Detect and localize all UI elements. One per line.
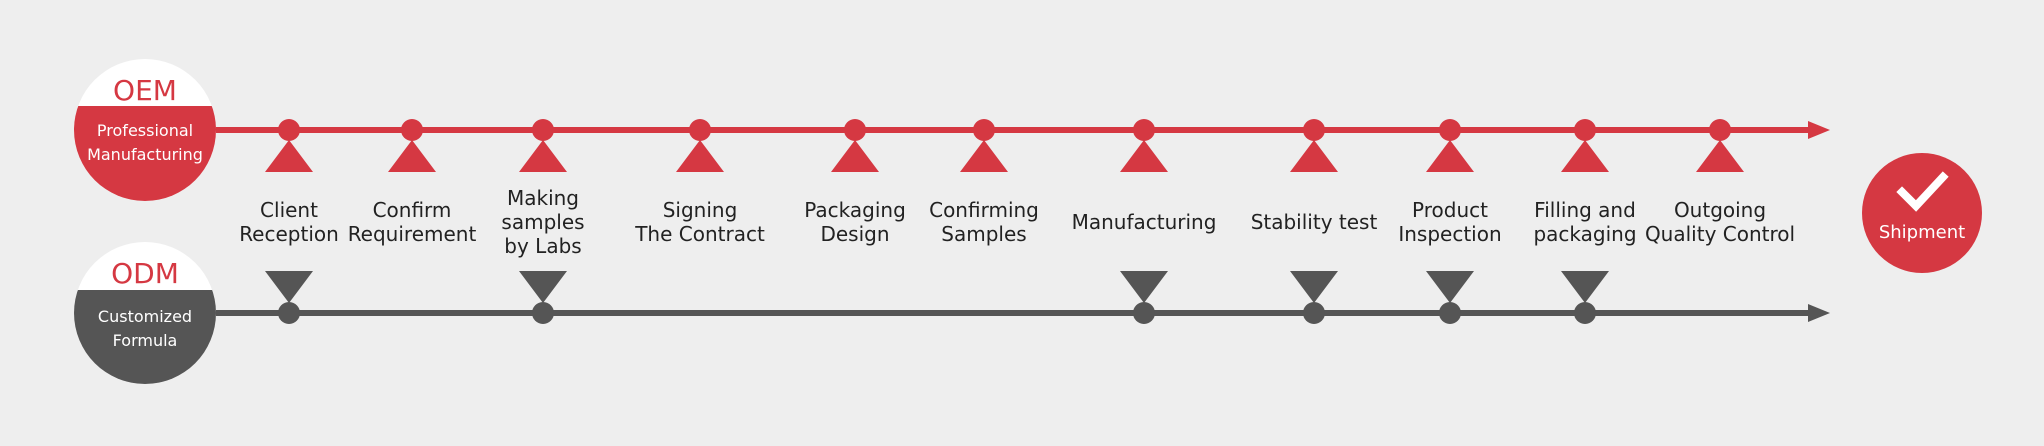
process-steps: ClientReceptionConfirmRequirementMakings… (239, 119, 1795, 324)
oem-badge-line1: Professional (97, 121, 193, 140)
oem-step-node (973, 119, 995, 141)
odm-step-node (532, 302, 554, 324)
step-label-line: Confirming (929, 198, 1039, 222)
oem-timeline-arrowhead (1808, 121, 1830, 139)
oem-step-triangle (831, 140, 879, 172)
oem-step-node (689, 119, 711, 141)
oem-step-node (401, 119, 423, 141)
oem-badge: OEM Professional Manufacturing (74, 59, 216, 201)
odm-badge-line1: Customized (98, 307, 192, 326)
oem-step-triangle (676, 140, 724, 172)
step-label-line: Making (507, 186, 579, 210)
oem-step-node (1709, 119, 1731, 141)
oem-step-triangle (388, 140, 436, 172)
odm-step-triangle (265, 271, 313, 303)
odm-step-node (1439, 302, 1461, 324)
step-label-line: Inspection (1398, 222, 1501, 246)
oem-step-triangle (1561, 140, 1609, 172)
step-label-line: The Contract (634, 222, 765, 246)
oem-step-node (844, 119, 866, 141)
oem-step-triangle (1696, 140, 1744, 172)
step-label-line: Product (1412, 198, 1488, 222)
oem-badge-title: OEM (113, 74, 177, 107)
step-label-line: Manufacturing (1072, 210, 1217, 234)
oem-step-node (1574, 119, 1596, 141)
step-label-line: Signing (663, 198, 738, 222)
oem-step-node (278, 119, 300, 141)
oem-step-triangle (1120, 140, 1168, 172)
check-icon (1896, 171, 1949, 212)
step-label-line: samples (501, 210, 584, 234)
odm-badge: ODM Customized Formula (74, 242, 216, 384)
odm-step-node (1574, 302, 1596, 324)
step-label-line: Design (820, 222, 889, 246)
oem-badge-line2: Manufacturing (87, 145, 203, 164)
shipment-label: Shipment (1879, 222, 1965, 243)
step-label-line: by Labs (504, 234, 581, 258)
step-label-line: Samples (941, 222, 1026, 246)
step-label-line: Outgoing (1674, 198, 1766, 222)
oem-step-node (1303, 119, 1325, 141)
shipment-circle (1862, 153, 1982, 273)
step-label-line: Requirement (348, 222, 477, 246)
oem-step-node (1133, 119, 1155, 141)
oem-step-triangle (519, 140, 567, 172)
oem-step-node (532, 119, 554, 141)
step-stability-test: Stability test (1251, 119, 1378, 324)
oem-step-triangle (1290, 140, 1338, 172)
step-label-line: Client (260, 198, 318, 222)
oem-step-triangle (960, 140, 1008, 172)
oem-step-triangle (265, 140, 313, 172)
odm-step-triangle (519, 271, 567, 303)
oem-step-node (1439, 119, 1461, 141)
shipment-badge: Shipment (1862, 153, 1982, 273)
odm-step-node (1133, 302, 1155, 324)
odm-step-triangle (1561, 271, 1609, 303)
odm-step-triangle (1290, 271, 1338, 303)
step-label-line: packaging (1533, 222, 1636, 246)
odm-timeline-arrowhead (1808, 304, 1830, 322)
odm-badge-title: ODM (111, 257, 179, 290)
step-label-line: Confirm (373, 198, 452, 222)
step-label-line: Filling and (1534, 198, 1636, 222)
step-label-line: Quality Control (1645, 222, 1795, 246)
step-label-line: Reception (239, 222, 339, 246)
step-manufacturing: Manufacturing (1072, 119, 1217, 324)
odm-step-triangle (1426, 271, 1474, 303)
odm-step-triangle (1120, 271, 1168, 303)
odm-step-node (1303, 302, 1325, 324)
odm-step-node (278, 302, 300, 324)
odm-badge-line2: Formula (113, 331, 178, 350)
step-label-line: Stability test (1251, 210, 1378, 234)
step-label-line: Packaging (804, 198, 906, 222)
oem-step-triangle (1426, 140, 1474, 172)
